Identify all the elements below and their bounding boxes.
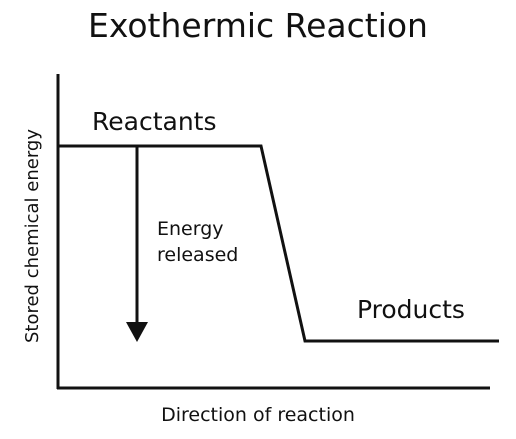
y-axis-label: Stored chemical energy (22, 129, 43, 344)
energy-released-line-1: Energy (157, 218, 224, 240)
energy-released-line-2: released (157, 244, 239, 266)
diagram-title: Exothermic Reaction (88, 6, 428, 45)
energy-released-label: Energy released (157, 216, 238, 268)
products-label: Products (357, 295, 465, 324)
energy-released-arrowhead (126, 322, 148, 342)
energy-profile-line (58, 144, 499, 343)
reactants-label: Reactants (92, 107, 217, 136)
x-axis-label: Direction of reaction (161, 404, 355, 426)
